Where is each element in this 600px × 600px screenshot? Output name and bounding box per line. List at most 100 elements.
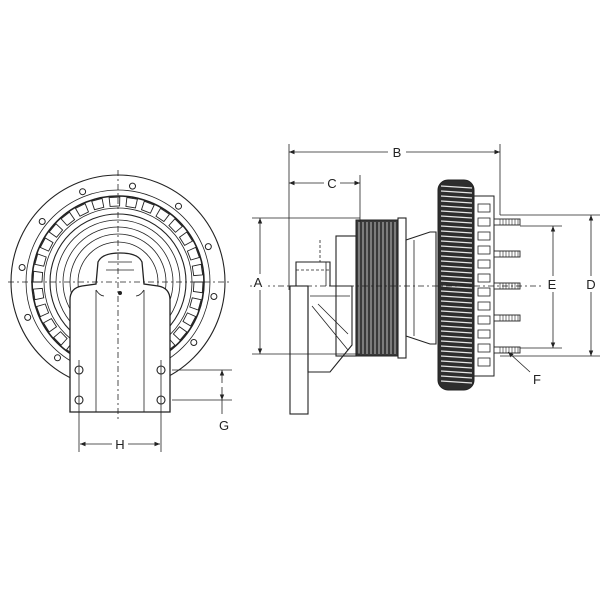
fin [440,310,473,314]
fin [440,305,473,309]
fin [440,205,473,209]
label-b: B [393,145,402,160]
bolt-hole [204,243,212,251]
mount-block [477,245,491,255]
mount-block [477,301,491,311]
fin [440,295,473,299]
fin [440,370,473,374]
fin [440,250,473,254]
label-g: G [219,418,229,433]
stud [493,250,521,258]
mount-block [477,357,491,367]
ring-tooth [32,270,44,283]
bolt-hole [18,264,26,271]
fin [440,185,473,189]
ring-tooth [140,200,155,214]
fin [440,320,473,324]
fin [440,290,473,294]
fin [440,265,473,269]
dim-e: E [520,225,562,349]
bolt-hole [190,339,198,346]
ring-tooth [42,318,58,333]
front-view [8,170,232,452]
ring-tooth [186,246,200,261]
fin [440,340,473,344]
ring-tooth [91,197,105,211]
fin [440,215,473,219]
ring-tooth [168,218,183,233]
mount-block [477,315,491,325]
fin [440,275,473,279]
mount-block [477,217,491,227]
bolt-hole [24,313,32,321]
bolt-hole [79,188,87,196]
ring-tooth [34,253,47,267]
ring-tooth [172,326,188,341]
side-view [250,179,560,415]
ring-tooth [74,202,90,217]
fin [440,220,473,224]
label-f: F [533,372,541,387]
fin [440,280,473,284]
ring-tooth [178,231,194,246]
fin [440,335,473,339]
ring-tooth [191,263,204,277]
fin [440,190,473,194]
ring-tooth [60,211,76,227]
fin [440,230,473,234]
mount-plate [289,285,309,415]
ring-tooth [48,223,64,238]
fin [440,210,473,214]
bracket-center-mark [118,291,122,295]
mount-block [477,343,491,353]
fin [440,375,473,379]
ring-tooth [32,287,45,301]
fin [440,365,473,369]
dim-a: A [252,217,360,355]
label-h: H [115,437,124,452]
ring-tooth [108,196,121,207]
fin [440,200,473,204]
fin [440,245,473,249]
mount-block [477,287,491,297]
fin [440,225,473,229]
clutch-neck [405,231,437,345]
fin [440,260,473,264]
ring-tooth [155,207,171,223]
bolt-hole [210,293,218,300]
dim-g: G [219,370,229,433]
pulley [355,219,399,357]
front-bracket [69,252,171,413]
fin [440,315,473,319]
fin [440,325,473,329]
ring-tooth [189,297,202,311]
stud [493,346,521,354]
bolt-hole [129,182,136,190]
label-e: E [548,277,557,292]
mount-block [477,203,491,213]
label-c: C [327,176,336,191]
ring-tooth [53,331,68,346]
dim-c: C [289,175,361,222]
fan-mount-detail [477,203,491,367]
label-d: D [586,277,595,292]
mount-block [477,259,491,269]
bolt-hole [54,354,61,362]
pulley-flange [397,217,407,359]
fin [440,195,473,199]
fin [440,360,473,364]
fin [440,300,473,304]
dim-h: H [80,436,160,452]
bolt-hole [175,202,182,210]
mount-block [477,231,491,241]
ring-tooth [192,281,204,294]
fin [440,330,473,334]
fin [440,235,473,239]
bolt-hole [38,218,46,225]
fin [440,380,473,384]
ring-tooth [182,312,197,327]
fin [440,255,473,259]
label-a: A [254,275,263,290]
